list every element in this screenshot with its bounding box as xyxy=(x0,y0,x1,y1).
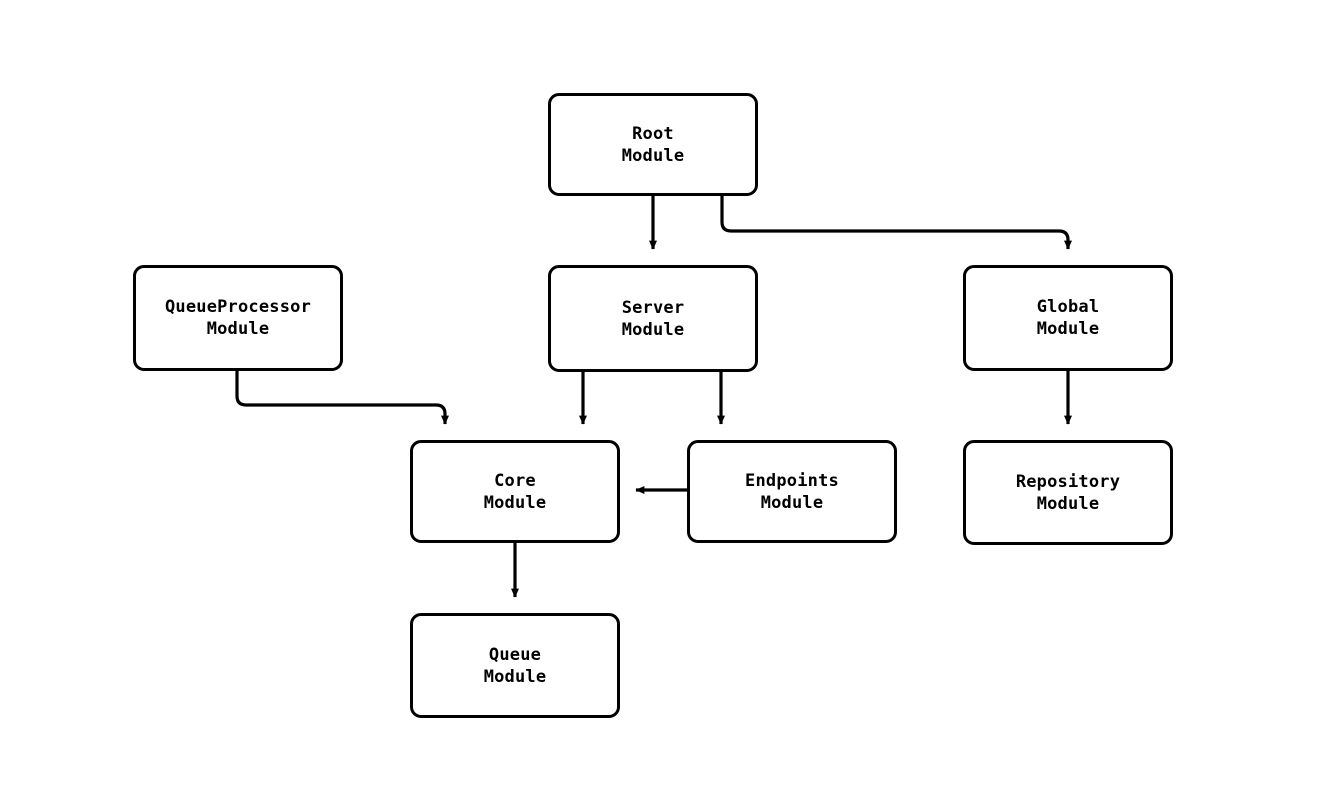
node-global-label: Global Module xyxy=(1036,297,1100,339)
node-global[interactable]: Global Module xyxy=(963,265,1173,371)
node-queueprocessor-label: QueueProcessor Module xyxy=(164,297,312,339)
node-queueprocessor[interactable]: QueueProcessor Module xyxy=(133,265,343,371)
node-repository[interactable]: Repository Module xyxy=(963,440,1173,545)
edge-queueprocessor-to-core xyxy=(235,371,449,425)
node-core-label: Core Module xyxy=(483,470,547,513)
node-endpoints[interactable]: Endpoints Module xyxy=(687,440,897,543)
node-endpoints-label: Endpoints Module xyxy=(745,470,839,513)
node-server[interactable]: Server Module xyxy=(548,265,758,372)
node-root[interactable]: Root Module xyxy=(548,93,758,196)
node-root-label: Root Module xyxy=(621,123,685,166)
node-queue[interactable]: Queue Module xyxy=(410,613,620,718)
node-core[interactable]: Core Module xyxy=(410,440,620,543)
node-server-label: Server Module xyxy=(621,297,685,340)
node-queue-label: Queue Module xyxy=(483,644,547,687)
edge-root-to-global xyxy=(720,196,1072,250)
node-repository-label: Repository Module xyxy=(1015,471,1121,514)
